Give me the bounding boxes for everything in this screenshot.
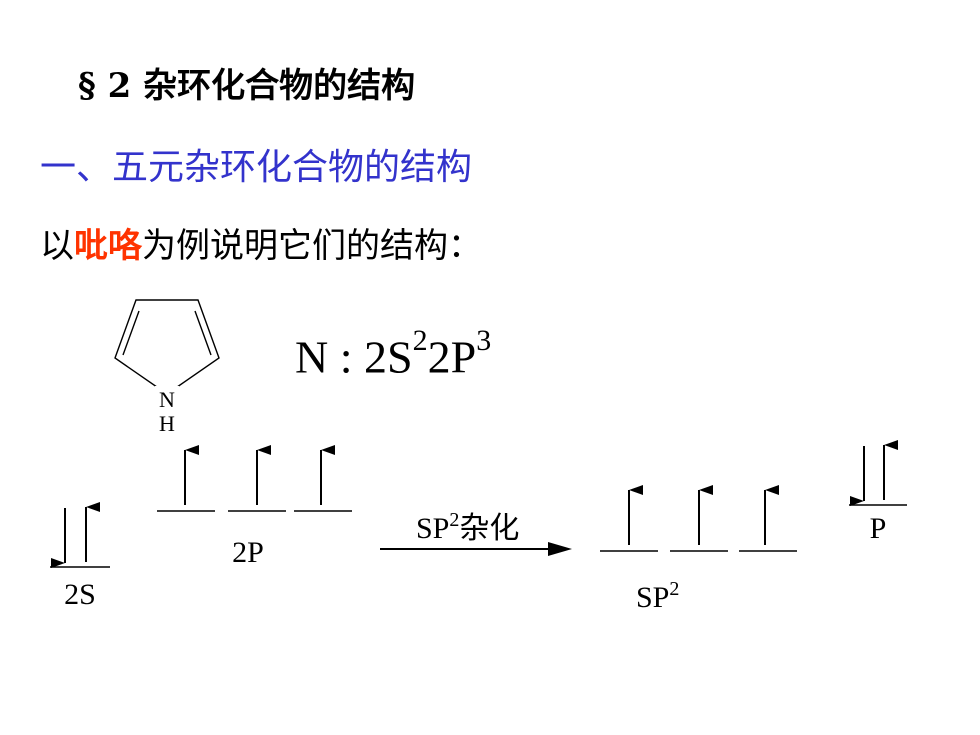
pyrrole-double-bond-left — [122, 310, 140, 356]
sp2-levels — [600, 485, 797, 552]
pyrrole-structure — [114, 299, 220, 395]
config-s: 2S — [364, 331, 413, 383]
hybridization-label: SP2杂化 — [416, 509, 519, 545]
config-p: 2P — [427, 331, 477, 383]
hybridization-arrowhead — [548, 542, 572, 556]
electron-configuration: N : 2S22P3 — [295, 324, 491, 383]
config-s-sup: 2 — [412, 324, 428, 357]
page-title: § 2 杂环化合物的结构 — [78, 66, 416, 106]
pyrrole-hydrogen: H — [159, 411, 175, 436]
config-prefix: N : — [295, 331, 364, 383]
p-orbital-level — [849, 440, 907, 506]
2p-levels — [157, 445, 352, 512]
section-heading: 一、五元杂环化合物的结构 — [40, 147, 473, 188]
p-orbital-label: P — [870, 512, 887, 545]
config-p-sup: 3 — [476, 324, 492, 357]
intro-text: 以吡咯为例说明它们的结构： — [40, 218, 482, 267]
pyrrole-ring — [114, 299, 220, 395]
intro-before: 以 — [40, 226, 74, 266]
pyrrole-nitrogen: N — [159, 387, 175, 412]
2s-level — [50, 502, 110, 568]
sp2-label: SP2 — [636, 578, 679, 614]
pyrrole-highlight: 吡咯 — [74, 226, 142, 266]
pyrrole-double-bond-right — [194, 310, 212, 356]
2s-label: 2S — [64, 578, 96, 611]
2p-label: 2P — [232, 536, 264, 569]
intro-after: 为例说明它们的结构： — [142, 226, 482, 266]
